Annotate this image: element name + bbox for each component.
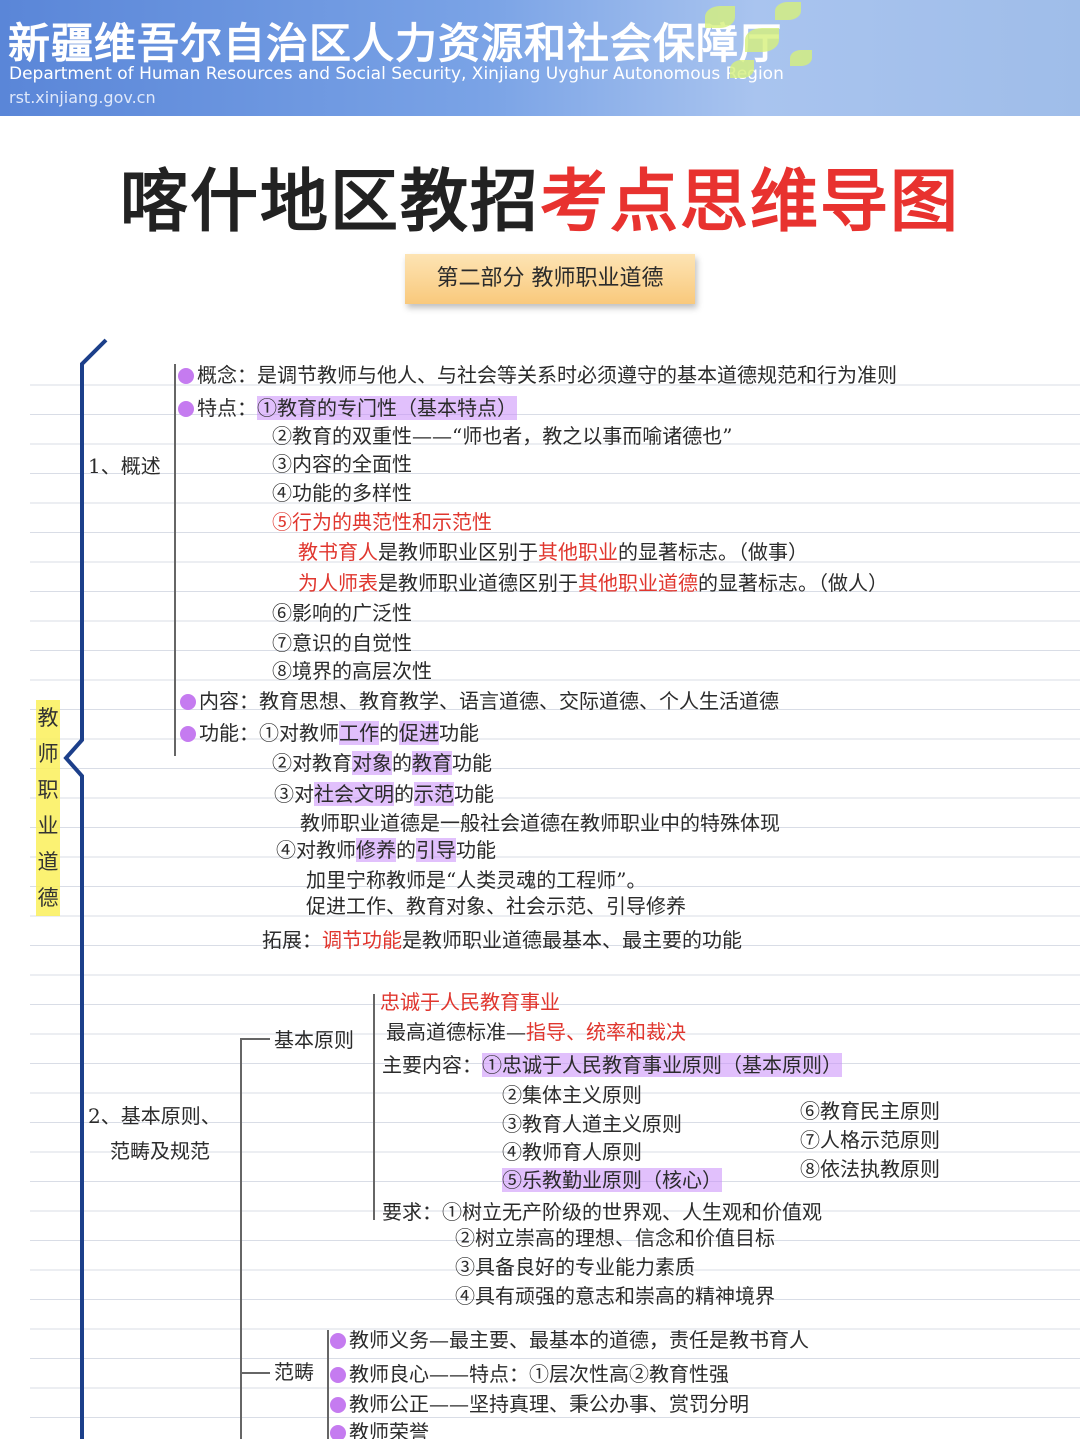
- banner-title: 新疆维吾尔自治区人力资源和社会保障厅: [8, 19, 783, 68]
- function-4: ④对教师修养的引导功能: [276, 838, 496, 862]
- feature-5: ⑤行为的典范性和示范性: [272, 510, 492, 534]
- page-title: 喀什地区教招考点思维导图: [0, 146, 1080, 245]
- bullet-dot: [330, 1333, 346, 1349]
- site-banner: 新疆维吾尔自治区人力资源和社会保障厅 Department of Human R…: [0, 0, 1080, 116]
- side-char: 教: [37, 706, 59, 730]
- title-part2: 考点思维导图: [540, 162, 961, 242]
- bullet-dot: [330, 1425, 346, 1439]
- overview-heading: 1、概述: [88, 454, 161, 478]
- side-char: 师: [37, 742, 59, 766]
- overview-bracket: [174, 364, 176, 756]
- principle-8: ⑧依法执教原则: [800, 1157, 940, 1181]
- leaf-decoration: [790, 50, 812, 66]
- requirement-3: ③具备良好的专业能力素质: [455, 1255, 695, 1279]
- category-label: 范畴: [274, 1360, 314, 1384]
- feature-8: ⑧境界的高层次性: [272, 659, 432, 683]
- category-3: 教师公正——坚持真理、秉公办事、赏罚分明: [330, 1392, 749, 1416]
- bullet-dot: [330, 1367, 346, 1383]
- feature-6: ⑥影响的广泛性: [272, 601, 412, 625]
- leaf-decoration: [705, 6, 735, 28]
- feature-5-note-b: 为人师表是教师职业道德区别于其他职业道德的显著标志。（做人）: [298, 571, 888, 595]
- title-part1: 喀什地区教招: [119, 162, 540, 242]
- principle-3: ③教育人道主义原则: [502, 1112, 682, 1136]
- ruled-paper: [30, 356, 1080, 1439]
- principles-heading-1: 2、基本原则、: [88, 1104, 221, 1128]
- main-content-line: 主要内容：①忠诚于人民教育事业原则（基本原则）: [382, 1053, 842, 1077]
- function-4-note-2: 促进工作、教育对象、社会示范、引导修养: [306, 894, 686, 918]
- bullet-dot: [178, 368, 194, 384]
- banner-subtitle: Department of Human Resources and Social…: [9, 64, 784, 84]
- features-line: 特点：①教育的专门性（基本特点）: [178, 396, 517, 420]
- banner-url: rst.xinjiang.gov.cn: [9, 88, 156, 107]
- requirement-4: ④具有顽强的意志和崇高的精神境界: [455, 1284, 775, 1308]
- feature-2: ②教育的双重性——“师也者，教之以事而喻诸德也”: [272, 424, 733, 448]
- bullet-dot: [330, 1397, 346, 1413]
- principle-5: ⑤乐教勤业原则（核心）: [502, 1168, 722, 1192]
- requirements-line: 要求：①树立无产阶级的世界观、人生观和价值观: [382, 1200, 822, 1224]
- side-char: 德: [37, 886, 59, 910]
- category-4: 教师荣誉: [330, 1420, 429, 1439]
- side-char: 道: [37, 850, 59, 874]
- category-connector: [240, 1372, 270, 1374]
- function-3-note: 教师职业道德是一般社会道德在教师职业中的特殊体现: [300, 811, 780, 835]
- bullet-dot: [180, 726, 196, 742]
- side-char: 业: [37, 814, 59, 838]
- highest-standard: 最高道德标准—指导、统率和裁决: [386, 1020, 686, 1044]
- principle-2: ②集体主义原则: [502, 1083, 642, 1107]
- category-2: 教师良心——特点：①层次性高②教育性强: [330, 1362, 729, 1386]
- side-label: 教 师 职 业 道 德: [36, 700, 60, 916]
- concept-line: 概念：是调节教师与他人、与社会等关系时必须遵守的基本道德规范和行为准则: [178, 363, 897, 387]
- basic-bracket: [373, 994, 375, 1220]
- feature-5-note-a: 教书育人是教师职业区别于其他职业的显著标志。（做事）: [298, 540, 808, 564]
- feature-4: ④功能的多样性: [272, 481, 412, 505]
- principles-heading-2: 范畴及规范: [110, 1139, 210, 1163]
- principle-6: ⑥教育民主原则: [800, 1099, 940, 1123]
- feature-3: ③内容的全面性: [272, 452, 412, 476]
- category-bracket: [327, 1330, 329, 1439]
- principles-bracket: [240, 1038, 242, 1439]
- content-line: 内容：教育思想、教育教学、语言道德、交际道德、个人生活道德: [180, 689, 779, 713]
- bullet-dot: [178, 401, 194, 417]
- category-1: 教师义务—最主要、最基本的道德，责任是教书育人: [330, 1328, 809, 1352]
- basic-principles-label: 基本原则: [274, 1028, 354, 1052]
- leaf-decoration: [730, 60, 754, 78]
- feature-7: ⑦意识的自觉性: [272, 631, 412, 655]
- extension-line: 拓展：调节功能是教师职业道德最基本、最主要的功能: [262, 928, 742, 952]
- main-brace: [63, 338, 108, 1439]
- section-tag: 第二部分 教师职业道德: [405, 254, 695, 304]
- bullet-dot: [180, 694, 196, 710]
- principle-title: 忠诚于人民教育事业: [380, 990, 560, 1014]
- function-line: 功能：①对教师工作的促进功能: [180, 721, 479, 745]
- function-2: ②对教育对象的教育功能: [272, 751, 492, 775]
- principles-bracket-top: [240, 1038, 270, 1040]
- side-char: 职: [37, 778, 59, 802]
- requirement-2: ②树立崇高的理想、信念和价值目标: [455, 1226, 775, 1250]
- principle-4: ④教师育人原则: [502, 1140, 642, 1164]
- leaf-decoration: [745, 28, 779, 52]
- principle-7: ⑦人格示范原则: [800, 1128, 940, 1152]
- function-4-note-1: 加里宁称教师是“人类灵魂的工程师”。: [306, 868, 647, 892]
- leaf-decoration: [775, 2, 801, 20]
- function-3: ③对社会文明的示范功能: [274, 782, 494, 806]
